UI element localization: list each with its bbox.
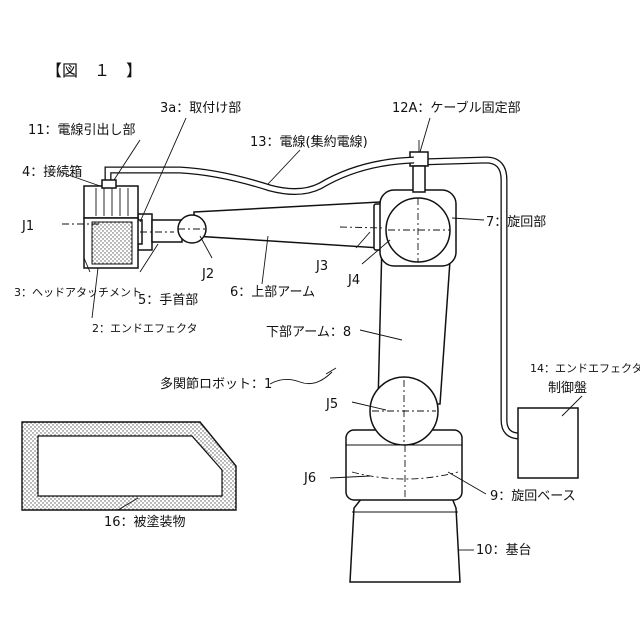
label-j3: J3 [315, 259, 328, 274]
label-turning-part: 7：旋回部 [486, 215, 546, 230]
robot-base [350, 498, 460, 582]
label-turning-base: 9：旋回ベース [490, 489, 576, 504]
label-wrist: 5：手首部 [138, 293, 198, 308]
label-j6: J6 [303, 471, 316, 486]
label-controller-1: 14：エンドエフェクタ [530, 362, 640, 375]
label-cable-fixing: 12A：ケーブル固定部 [392, 100, 521, 116]
controller-box [518, 408, 578, 478]
cable-fixing [410, 140, 428, 192]
label-workpiece: 16：被塗装物 [104, 514, 186, 530]
j5-joint [370, 377, 438, 445]
label-controller-2: 制御盤 [548, 381, 587, 396]
label-mount-part: 3a：取付け部 [160, 101, 241, 116]
label-j2: J2 [201, 267, 214, 282]
label-head-attachment: 3：ヘッドアタッチメント [14, 286, 142, 299]
workpiece [22, 422, 236, 510]
label-wire: 13：電線(集約電線) [250, 134, 368, 150]
label-base: 10：基台 [476, 543, 532, 558]
figure-title: 【図 １ 】 [46, 61, 142, 80]
label-lower-arm: 下部アーム：8 [266, 325, 351, 340]
label-j4: J4 [347, 273, 360, 288]
label-wire-lead: 11：電線引出し部 [28, 122, 136, 138]
label-upper-arm: 6：上部アーム [230, 285, 315, 300]
label-connection-box: 4：接続箱 [22, 164, 82, 180]
label-robot: 多関節ロボット：1 [160, 376, 272, 392]
upper-arm [194, 202, 384, 250]
label-j5: J5 [325, 397, 338, 412]
label-j1: J1 [21, 219, 34, 234]
label-end-effector: 2：エンドエフェクタ [92, 322, 198, 335]
